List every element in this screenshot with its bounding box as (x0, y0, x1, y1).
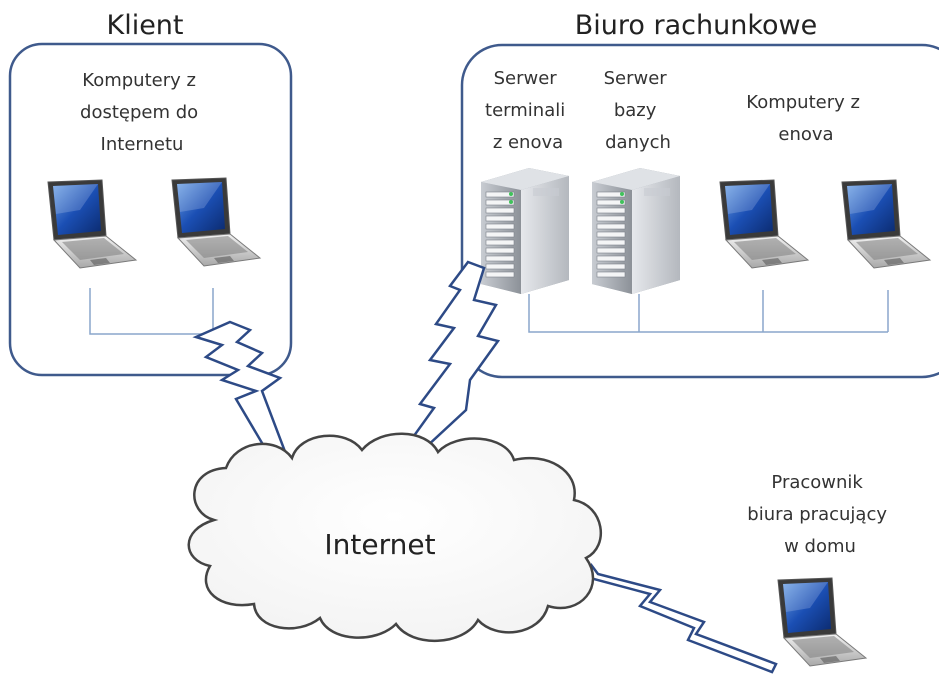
client-laptop-2-icon (171, 177, 261, 267)
office-box (460, 43, 939, 379)
office-link-bolt (395, 260, 501, 462)
db-server-icon (591, 167, 681, 295)
terminal-server-icon (480, 167, 570, 295)
db-server-label: Serwer bazy danych (604, 68, 673, 153)
client-laptop-1-icon (47, 179, 137, 269)
office-title: Biuro rachunkowe (575, 10, 817, 41)
office-computers-label: Komputery z enova (746, 92, 865, 145)
office-laptop-2-icon (841, 179, 931, 269)
internet-label: Internet (324, 528, 435, 561)
office-network-line (528, 290, 889, 333)
internet-cloud (187, 432, 603, 643)
client-computers-label: Komputery z dostępem do Internetu (80, 70, 204, 155)
remote-link-bolt (588, 562, 778, 674)
client-box (8, 42, 293, 377)
client-title: Klient (106, 10, 183, 41)
client-network-line (89, 288, 214, 335)
remote-worker-laptop-icon (777, 577, 867, 667)
office-laptop-1-icon (719, 179, 809, 269)
terminal-server-label: Serwer terminali z enova (485, 68, 571, 153)
remote-worker-label: Pracownik biura pracujący w domu (747, 472, 892, 557)
